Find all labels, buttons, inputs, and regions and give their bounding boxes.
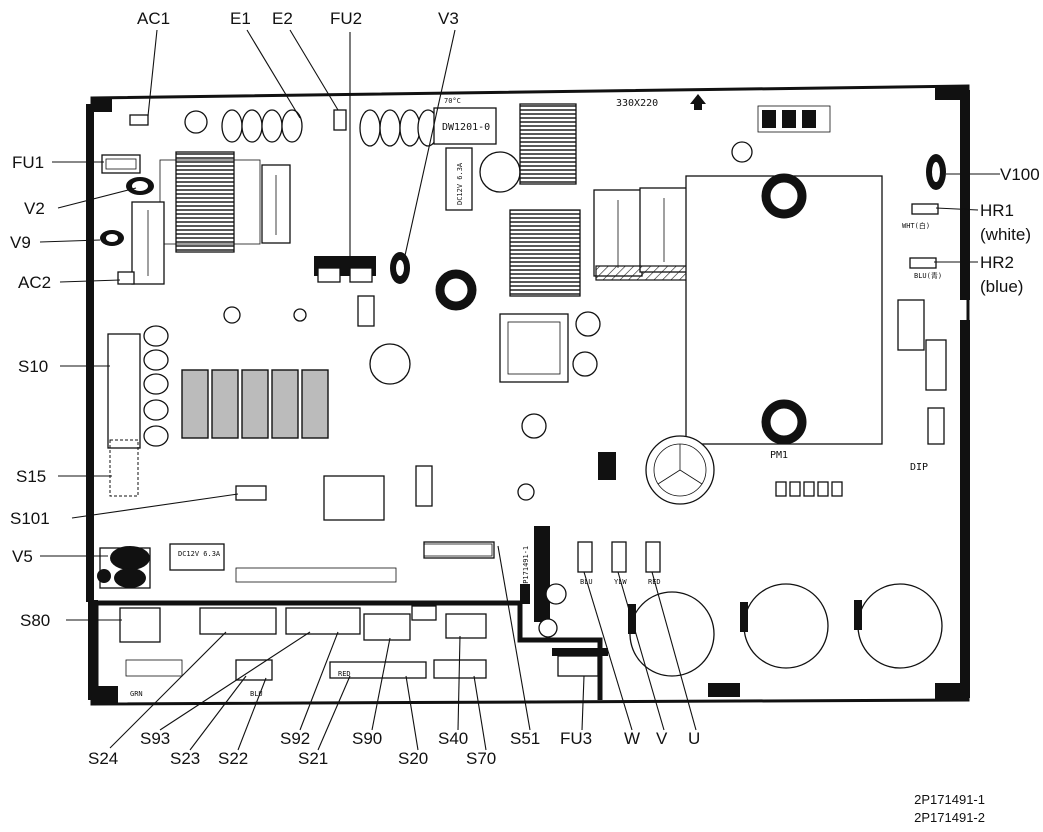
label-v: V <box>656 729 668 748</box>
leader-lines <box>39 29 1000 751</box>
main-transformer <box>499 103 601 439</box>
label-w: W <box>624 729 640 748</box>
label-s90: S90 <box>352 729 382 748</box>
s23-print: GRN <box>130 690 143 698</box>
label-s23: S23 <box>170 749 200 768</box>
label-s101: S101 <box>10 509 50 528</box>
label-hr2: HR2 <box>980 253 1014 272</box>
s22-print: RED <box>338 670 351 678</box>
label-s51: S51 <box>510 729 540 748</box>
label-hr1-color: (white) <box>980 225 1031 244</box>
s24-print: BLU <box>250 690 263 698</box>
label-s21: S21 <box>298 749 328 768</box>
label-v9: V9 <box>10 233 31 252</box>
label-ac1: AC1 <box>137 9 170 28</box>
relay-section <box>107 325 535 521</box>
label-e2: E2 <box>272 9 293 28</box>
label-v3: V3 <box>438 9 459 28</box>
label-s92: S92 <box>280 729 310 748</box>
label-s20: S20 <box>398 749 428 768</box>
power-output: 2P171491-1 BLU YLW RED <box>423 435 943 677</box>
drawing-number-2: 2P171491-2 <box>914 810 985 825</box>
dip-label: DIP <box>910 462 928 473</box>
label-e1: E1 <box>230 9 251 28</box>
label-hr1: HR1 <box>980 201 1014 220</box>
label-u: U <box>688 729 700 748</box>
fuse-rating: DC12V 6.3A <box>456 162 464 205</box>
temp-rating: 70°C <box>444 97 461 105</box>
label-s15: S15 <box>16 467 46 486</box>
label-fu3: FU3 <box>560 729 592 748</box>
v5-section: DC12V 6.3A <box>97 541 495 589</box>
label-hr2-color: (blue) <box>980 277 1023 296</box>
board-size: 330X220 <box>616 98 658 109</box>
label-ac2: AC2 <box>18 273 51 292</box>
label-s40: S40 <box>438 729 468 748</box>
label-fu1: FU1 <box>12 153 44 172</box>
hr2-print: BLU(青) <box>914 271 942 280</box>
pm1-label: PM1 <box>770 450 788 461</box>
label-v100: V100 <box>1000 165 1040 184</box>
callout-labels: AC1 E1 E2 FU2 V3 FU1 V2 V9 AC2 S10 S15 S… <box>10 9 1040 768</box>
label-s24: S24 <box>88 749 118 768</box>
dc12v-fuse: DC12V 6.3A <box>178 550 221 558</box>
label-v5: V5 <box>12 547 33 566</box>
chip-label: DW1201-0 <box>442 122 490 133</box>
label-v2: V2 <box>24 199 45 218</box>
label-s22: S22 <box>218 749 248 768</box>
top-left-components <box>100 109 439 285</box>
drawing-number-1: 2P171491-1 <box>914 792 985 807</box>
right-section: PM1 330X220 WHT(白) BLU(青) DIP <box>593 94 947 497</box>
w-print: BLU <box>580 578 593 586</box>
label-s10: S10 <box>18 357 48 376</box>
label-s70: S70 <box>466 749 496 768</box>
hr1-print: WHT(白) <box>902 221 930 230</box>
board-code: 2P171491-1 <box>522 546 530 588</box>
label-fu2: FU2 <box>330 9 362 28</box>
label-s80: S80 <box>20 611 50 630</box>
label-s93: S93 <box>140 729 170 748</box>
